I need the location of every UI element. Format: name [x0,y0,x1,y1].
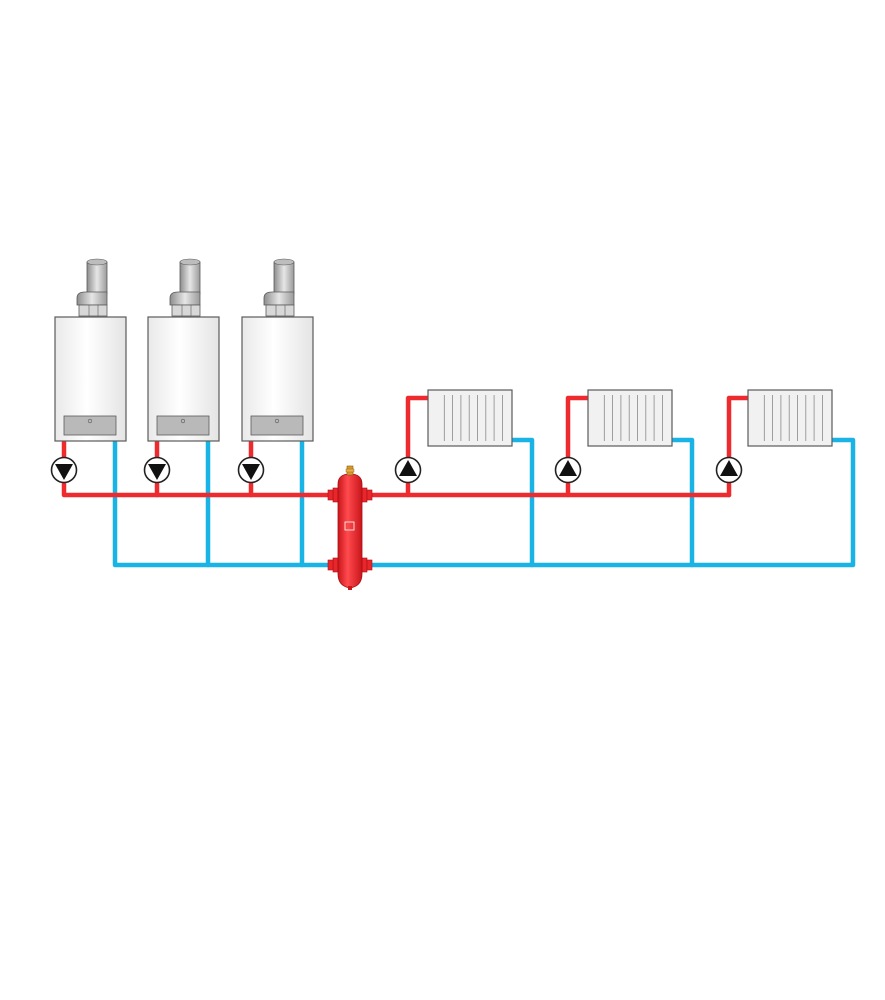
separator-label-plate [344,521,355,531]
boiler-2 [147,258,220,442]
boiler-control-panel [156,415,210,436]
radiator-3 [747,389,833,447]
cold-return-main-right [359,437,856,568]
indicator-light-icon [180,418,186,424]
drain-valve-icon [348,586,352,590]
boiler-control-panel [63,415,117,436]
indicator-light-icon [274,418,280,424]
arrow-up-icon [399,460,417,476]
radiator-2 [587,389,673,447]
arrow-up-icon [720,460,738,476]
radiator-body [427,389,513,447]
flue-pipe [76,258,108,317]
cold-return-pipes [112,437,856,568]
pump-group [50,456,743,484]
radiator-2-return-pipe [669,437,695,568]
arrow-up-icon [559,460,577,476]
flue-pipe [169,258,201,317]
boiler-group [54,258,314,442]
pump-boiler-3 [237,456,265,484]
arrow-down-icon [148,464,166,480]
hot-supply-main-left [61,437,341,498]
pump-radiator-2 [554,456,582,484]
pump-radiator-3 [715,456,743,484]
boiler-control-panel [250,415,304,436]
radiator-1-return-pipe [509,437,535,568]
boiler-3 [241,258,314,442]
radiator-1 [427,389,513,447]
radiator-body [587,389,673,447]
pump-boiler-2 [143,456,171,484]
cold-return-main-left [112,437,341,568]
hydraulic-separator [327,465,373,590]
radiator-body [747,389,833,447]
separator-body [337,473,363,589]
boiler-1 [54,258,127,442]
radiator-group [427,389,833,447]
flue-pipe [263,258,295,317]
arrow-down-icon [55,464,73,480]
arrow-down-icon [242,464,260,480]
pump-boiler-1 [50,456,78,484]
pump-radiator-1 [394,456,422,484]
indicator-light-icon [87,418,93,424]
